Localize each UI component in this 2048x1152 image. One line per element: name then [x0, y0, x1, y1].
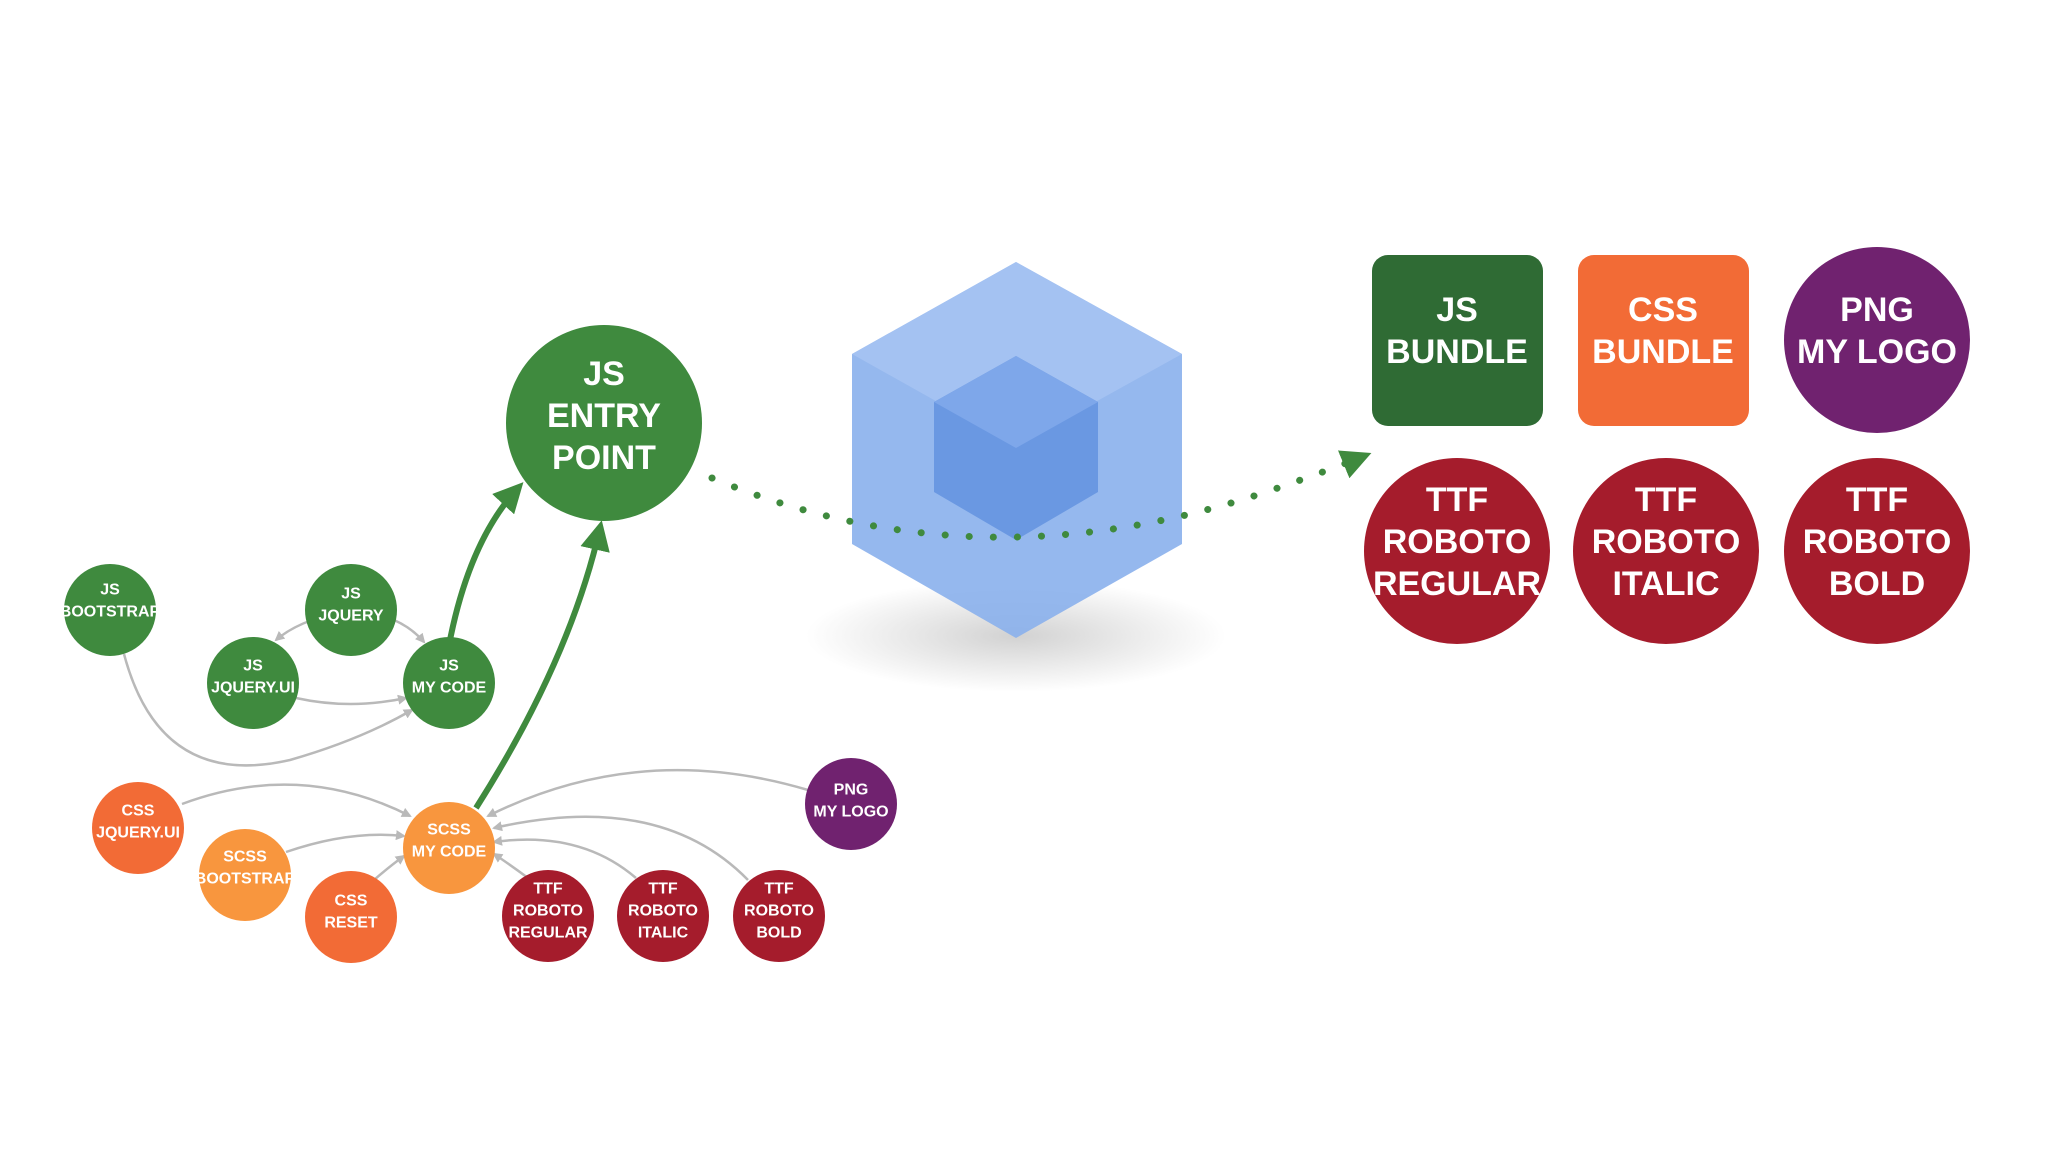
- node-js-entry-point-line-3: POINT: [552, 439, 656, 477]
- node-scss-my-code: SCSS MY CODE: [403, 802, 495, 894]
- node-ttf-roboto-italic-line-1: TTF: [648, 881, 678, 898]
- output-js-bundle-line-1: JS: [1436, 291, 1478, 329]
- output-css-bundle-line-1: CSS: [1628, 291, 1698, 329]
- node-ttf-roboto-italic-line-2: ROBOTO: [628, 903, 698, 920]
- node-css-jquery-ui-line-2: JQUERY.UI: [96, 825, 180, 842]
- output-ttf-roboto-regular: TTF ROBOTO REGULAR: [1364, 458, 1550, 644]
- dependency-edges: [122, 618, 809, 881]
- node-ttf-roboto-regular-line-1: TTF: [533, 881, 563, 898]
- edge-png-to-scss: [486, 768, 809, 818]
- edge-scssmycode-to-entry: [473, 520, 610, 810]
- edge-bootstrap-to-mycode: [122, 653, 414, 767]
- output-png-my-logo-line-2: MY LOGO: [1797, 333, 1957, 371]
- node-css-reset-line-1: CSS: [335, 893, 368, 910]
- node-scss-bootstrap-line-2: BOOTSTRAP: [195, 871, 296, 888]
- node-ttf-roboto-bold-line-2: ROBOTO: [744, 903, 814, 920]
- node-png-my-logo: PNG MY LOGO: [805, 758, 897, 850]
- webpack-cube-icon: [806, 262, 1226, 692]
- output-js-bundle-line-2: BUNDLE: [1386, 333, 1528, 371]
- node-js-jquery-line-2: JQUERY: [318, 608, 384, 625]
- edge-jquery-to-jqueryui: [274, 618, 313, 642]
- node-js-entry-point-line-1: JS: [583, 355, 625, 393]
- entry-edges: [447, 482, 610, 810]
- node-css-reset-line-2: RESET: [324, 915, 378, 932]
- node-ttf-roboto-italic-line-3: ITALIC: [638, 925, 689, 942]
- output-js-bundle: JS BUNDLE: [1372, 255, 1543, 426]
- node-js-my-code: JS MY CODE: [403, 637, 495, 729]
- edge-cssreset-to-scss: [373, 854, 406, 881]
- edge-jqueryui-to-mycode: [295, 694, 408, 706]
- output-ttf-roboto-italic: TTF ROBOTO ITALIC: [1573, 458, 1759, 644]
- node-scss-bootstrap-line-1: SCSS: [223, 849, 267, 866]
- node-ttf-roboto-bold: TTF ROBOTO BOLD: [733, 870, 825, 962]
- node-js-jquery: JS JQUERY: [305, 564, 397, 656]
- node-png-my-logo-line-1: PNG: [834, 782, 869, 799]
- bundling-flow-path: [708, 450, 1372, 541]
- output-ttf-roboto-italic-line-3: ITALIC: [1612, 565, 1719, 603]
- node-js-bootstrap: JS BOOTSTRAP: [60, 564, 161, 656]
- node-css-reset: CSS RESET: [305, 871, 397, 963]
- output-ttf-roboto-bold-line-3: BOLD: [1829, 565, 1925, 603]
- node-ttf-roboto-bold-line-1: TTF: [764, 881, 794, 898]
- output-png-my-logo: PNG MY LOGO: [1784, 247, 1970, 433]
- node-png-my-logo-line-2: MY LOGO: [813, 804, 888, 821]
- node-scss-my-code-line-2: MY CODE: [412, 844, 487, 861]
- node-scss-my-code-line-1: SCSS: [427, 822, 471, 839]
- input-graph: JS ENTRY POINT JS BOOTSTRAP JS JQUERY JS…: [60, 325, 897, 963]
- output-assets: JS BUNDLE CSS BUNDLE PNG MY LOGO TTF ROB…: [1364, 247, 1970, 644]
- node-js-my-code-line-1: JS: [439, 658, 459, 675]
- output-png-my-logo-line-1: PNG: [1840, 291, 1914, 329]
- node-scss-bootstrap: SCSS BOOTSTRAP: [195, 829, 296, 921]
- output-ttf-roboto-bold: TTF ROBOTO BOLD: [1784, 458, 1970, 644]
- output-ttf-roboto-regular-line-1: TTF: [1426, 481, 1488, 519]
- edge-cssjqueryui-to-scss: [181, 783, 412, 818]
- output-css-bundle-line-2: BUNDLE: [1592, 333, 1734, 371]
- output-ttf-roboto-regular-line-2: ROBOTO: [1383, 523, 1532, 561]
- node-js-jquery-line-1: JS: [341, 586, 361, 603]
- node-ttf-roboto-bold-line-3: BOLD: [756, 925, 801, 942]
- output-ttf-roboto-bold-line-2: ROBOTO: [1803, 523, 1952, 561]
- node-js-jquery-ui: JS JQUERY.UI: [207, 637, 299, 729]
- node-ttf-roboto-regular: TTF ROBOTO REGULAR: [502, 870, 594, 962]
- node-js-entry-point-line-2: ENTRY: [547, 397, 661, 435]
- node-css-jquery-ui: CSS JQUERY.UI: [92, 782, 184, 874]
- edge-jsmycode-to-entry: [447, 482, 524, 641]
- output-ttf-roboto-italic-line-2: ROBOTO: [1592, 523, 1741, 561]
- output-css-bundle: CSS BUNDLE: [1578, 255, 1749, 426]
- edge-ttfbold-to-scss: [492, 815, 749, 881]
- node-js-my-code-line-2: MY CODE: [412, 680, 487, 697]
- node-js-jquery-ui-line-2: JQUERY.UI: [211, 680, 295, 697]
- node-js-jquery-ui-line-1: JS: [243, 658, 263, 675]
- edge-jquery-to-mycode: [393, 618, 426, 644]
- edge-ttfitalic-to-scss: [492, 835, 637, 879]
- node-js-bootstrap-line-2: BOOTSTRAP: [60, 604, 161, 621]
- node-ttf-roboto-regular-line-2: ROBOTO: [513, 903, 583, 920]
- edge-scssbootstrap-to-scss: [285, 830, 406, 854]
- node-ttf-roboto-regular-line-3: REGULAR: [508, 925, 588, 942]
- output-ttf-roboto-bold-line-1: TTF: [1846, 481, 1908, 519]
- node-css-jquery-ui-line-1: CSS: [122, 803, 155, 820]
- edge-ttfregular-to-scss: [492, 852, 529, 880]
- node-ttf-roboto-italic: TTF ROBOTO ITALIC: [617, 870, 709, 962]
- output-ttf-roboto-regular-line-3: REGULAR: [1373, 565, 1541, 603]
- node-js-bootstrap-line-1: JS: [100, 582, 120, 599]
- output-ttf-roboto-italic-line-1: TTF: [1635, 481, 1697, 519]
- node-js-entry-point: JS ENTRY POINT: [506, 325, 702, 521]
